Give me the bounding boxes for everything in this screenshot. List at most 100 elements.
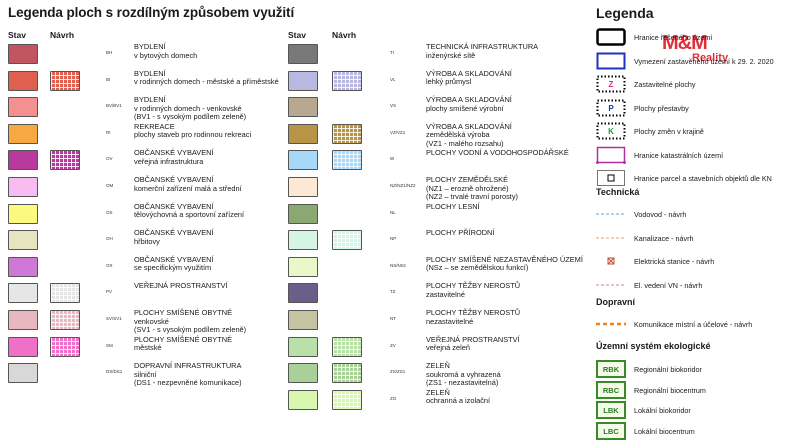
logo-main: M&M xyxy=(662,32,708,54)
uses-rbc-symbol: RBC xyxy=(596,380,626,399)
stav-swatch xyxy=(8,70,38,91)
land-use-code: NT xyxy=(390,316,396,321)
land-use-label: PLOCHY SMÍŠENÉ NEZASTAVĚNÉHO ÚZEMÍ(NSz –… xyxy=(426,254,583,273)
technicka-section-title: Technická xyxy=(596,187,640,197)
land-use-code: SM xyxy=(106,342,113,348)
legend-title: Legenda ploch s rozdílným způsobem využi… xyxy=(8,5,295,20)
land-use-title: OBČANSKÉ VYBAVENÍ xyxy=(134,148,214,158)
land-use-subtitle: městské xyxy=(134,343,162,353)
stav-swatch xyxy=(8,310,38,330)
land-use-title: OBČANSKÉ VYBAVENÍ xyxy=(134,175,214,184)
land-use-code: VS xyxy=(390,103,397,109)
uses-lbk-symbol: LBK xyxy=(596,401,626,419)
land-use-code: DS/DS1 xyxy=(106,369,123,375)
right-legend-title: Legenda xyxy=(596,5,654,21)
land-use-title: PLOCHY SMÍŠENÉ OBYTNÉ xyxy=(134,334,233,344)
land-use-label: PLOCHY LESNÍ xyxy=(426,201,480,212)
svg-text:LBK: LBK xyxy=(603,406,619,415)
legend-symbol: Z xyxy=(596,75,626,93)
legend-symbol xyxy=(596,229,626,247)
legend-symbol xyxy=(596,169,626,187)
legend-label: Zastavitelné plochy xyxy=(634,80,696,89)
legend-label: Plochy přestavby xyxy=(634,103,689,113)
svg-text:Z: Z xyxy=(609,80,614,89)
dots-symbol: P xyxy=(596,99,626,116)
legend-label: Lokální biocentrum xyxy=(634,426,695,436)
land-use-title: VÝROBA A SKLADOVÁNÍ xyxy=(426,95,512,105)
svg-text:RBC: RBC xyxy=(603,386,620,395)
land-use-subtitle: venkovské xyxy=(134,316,169,326)
land-use-title: PLOCHY SMÍŠENÉ NEZASTAVĚNÉHO ÚZEMÍ xyxy=(426,254,583,264)
stav-swatch xyxy=(288,44,318,64)
legend-label: Hranice katastrálních území xyxy=(634,150,724,160)
legend-label: Vodovod - návrh xyxy=(634,210,687,219)
land-use-title: PLOCHY VODNÍ A VODOHOSPODÁŘSKÉ xyxy=(426,148,569,158)
land-use-code: BV/BV1 xyxy=(106,103,122,109)
land-use-title: VÝROBA A SKLADOVÁNÍ xyxy=(426,68,512,78)
land-use-title: OBČANSKÉ VYBAVENÍ xyxy=(134,228,214,238)
blue-symbol xyxy=(596,52,626,69)
legend-item: Hranice parcel a stavebních objektů dle … xyxy=(596,169,796,189)
stav-swatch xyxy=(288,203,318,224)
navrh-swatch xyxy=(332,363,362,384)
land-use-title: PLOCHY LESNÍ xyxy=(426,201,480,211)
land-use-subtitle: plochy staveb pro rodinnou rekreaci xyxy=(134,130,252,140)
legend-symbol xyxy=(596,52,626,70)
stav-swatch xyxy=(288,389,318,410)
stav-swatch xyxy=(288,70,318,91)
navrh-swatch xyxy=(332,389,362,410)
legend-label: Hranice parcel a stavebních objektů dle … xyxy=(634,174,772,183)
land-use-subtitle: (SV1 - s vysokým podílem zeleně) xyxy=(134,325,247,335)
legend-item: Vymezení zastavěného území k 29. 2. 2020 xyxy=(596,52,796,72)
uses-section-title: Územní systém ekologické xyxy=(596,341,711,351)
legend-item: Hranice řešeného území xyxy=(596,28,796,48)
land-use-subtitle: tělovýchovná a sportovní zařízení xyxy=(134,210,245,220)
land-use-title: VÝROBA A SKLADOVÁNÍ xyxy=(426,121,512,131)
land-use-title: BYDLENÍ xyxy=(134,68,166,78)
land-use-label: VEŘEJNÁ PROSTRANSTVÍ xyxy=(134,282,228,291)
land-use-title: PLOCHY PŘÍRODNÍ xyxy=(426,228,495,238)
land-use-subtitle: (DS1 - nezpevněné komunikace) xyxy=(134,378,242,388)
legend-label: Regionální biocentrum xyxy=(634,385,706,395)
navrh-swatch xyxy=(332,123,362,144)
legend-label: Elektrická stanice - návrh xyxy=(634,257,715,266)
legend-symbol xyxy=(596,252,626,270)
land-use-title: PLOCHY TĚŽBY NEROSTŮ xyxy=(426,308,521,317)
land-use-title: TECHNICKÁ INFRASTRUKTURA xyxy=(426,42,539,51)
land-use-title: OBČANSKÉ VYBAVENÍ xyxy=(134,201,214,211)
land-use-title: PLOCHY SMÍŠENÉ OBYTNÉ xyxy=(134,308,233,317)
land-use-subtitle: ochranná a izolační xyxy=(426,396,491,406)
land-use-code: ZO xyxy=(390,395,397,401)
column-header-stav: Stav xyxy=(288,30,306,40)
land-use-title: PLOCHY ZEMĚDĚLSKÉ xyxy=(426,175,509,184)
stav-swatch xyxy=(8,363,38,384)
land-use-title: BYDLENÍ xyxy=(134,95,166,105)
navrh-swatch xyxy=(332,150,362,171)
stav-swatch xyxy=(8,123,38,144)
legend-label: Komunikace místní a účelové - návrh xyxy=(634,320,753,329)
land-use-title: BYDLENÍ xyxy=(134,42,166,51)
stav-swatch xyxy=(288,123,318,144)
